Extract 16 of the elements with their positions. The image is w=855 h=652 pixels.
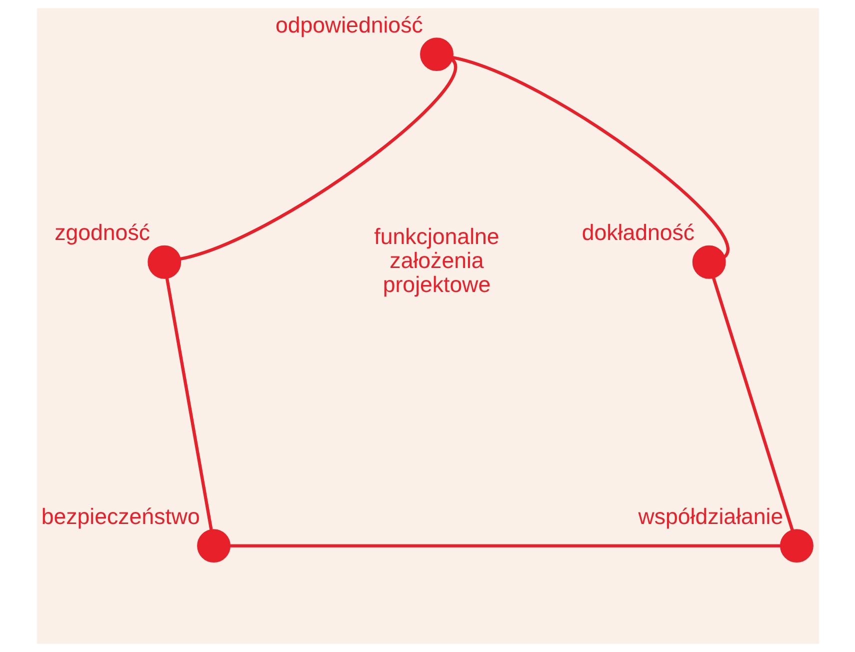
connector [452,56,728,258]
node-label: zgodność [54,220,150,246]
node-label: dokładność [581,220,694,246]
node-circle [692,245,726,279]
node-circle [196,529,230,563]
node-circle [147,245,181,279]
connector [712,278,794,531]
node-label: odpowiedniość [274,12,422,38]
label: funkcjonalne założenia projektowe [374,224,499,297]
connector [164,278,212,530]
connector [179,58,456,260]
connector [229,544,780,548]
node-circle [420,38,453,72]
node-label: współdziałanie [638,504,783,529]
node-circle [779,529,813,563]
node-label: bezpieczeństwo [40,504,200,529]
